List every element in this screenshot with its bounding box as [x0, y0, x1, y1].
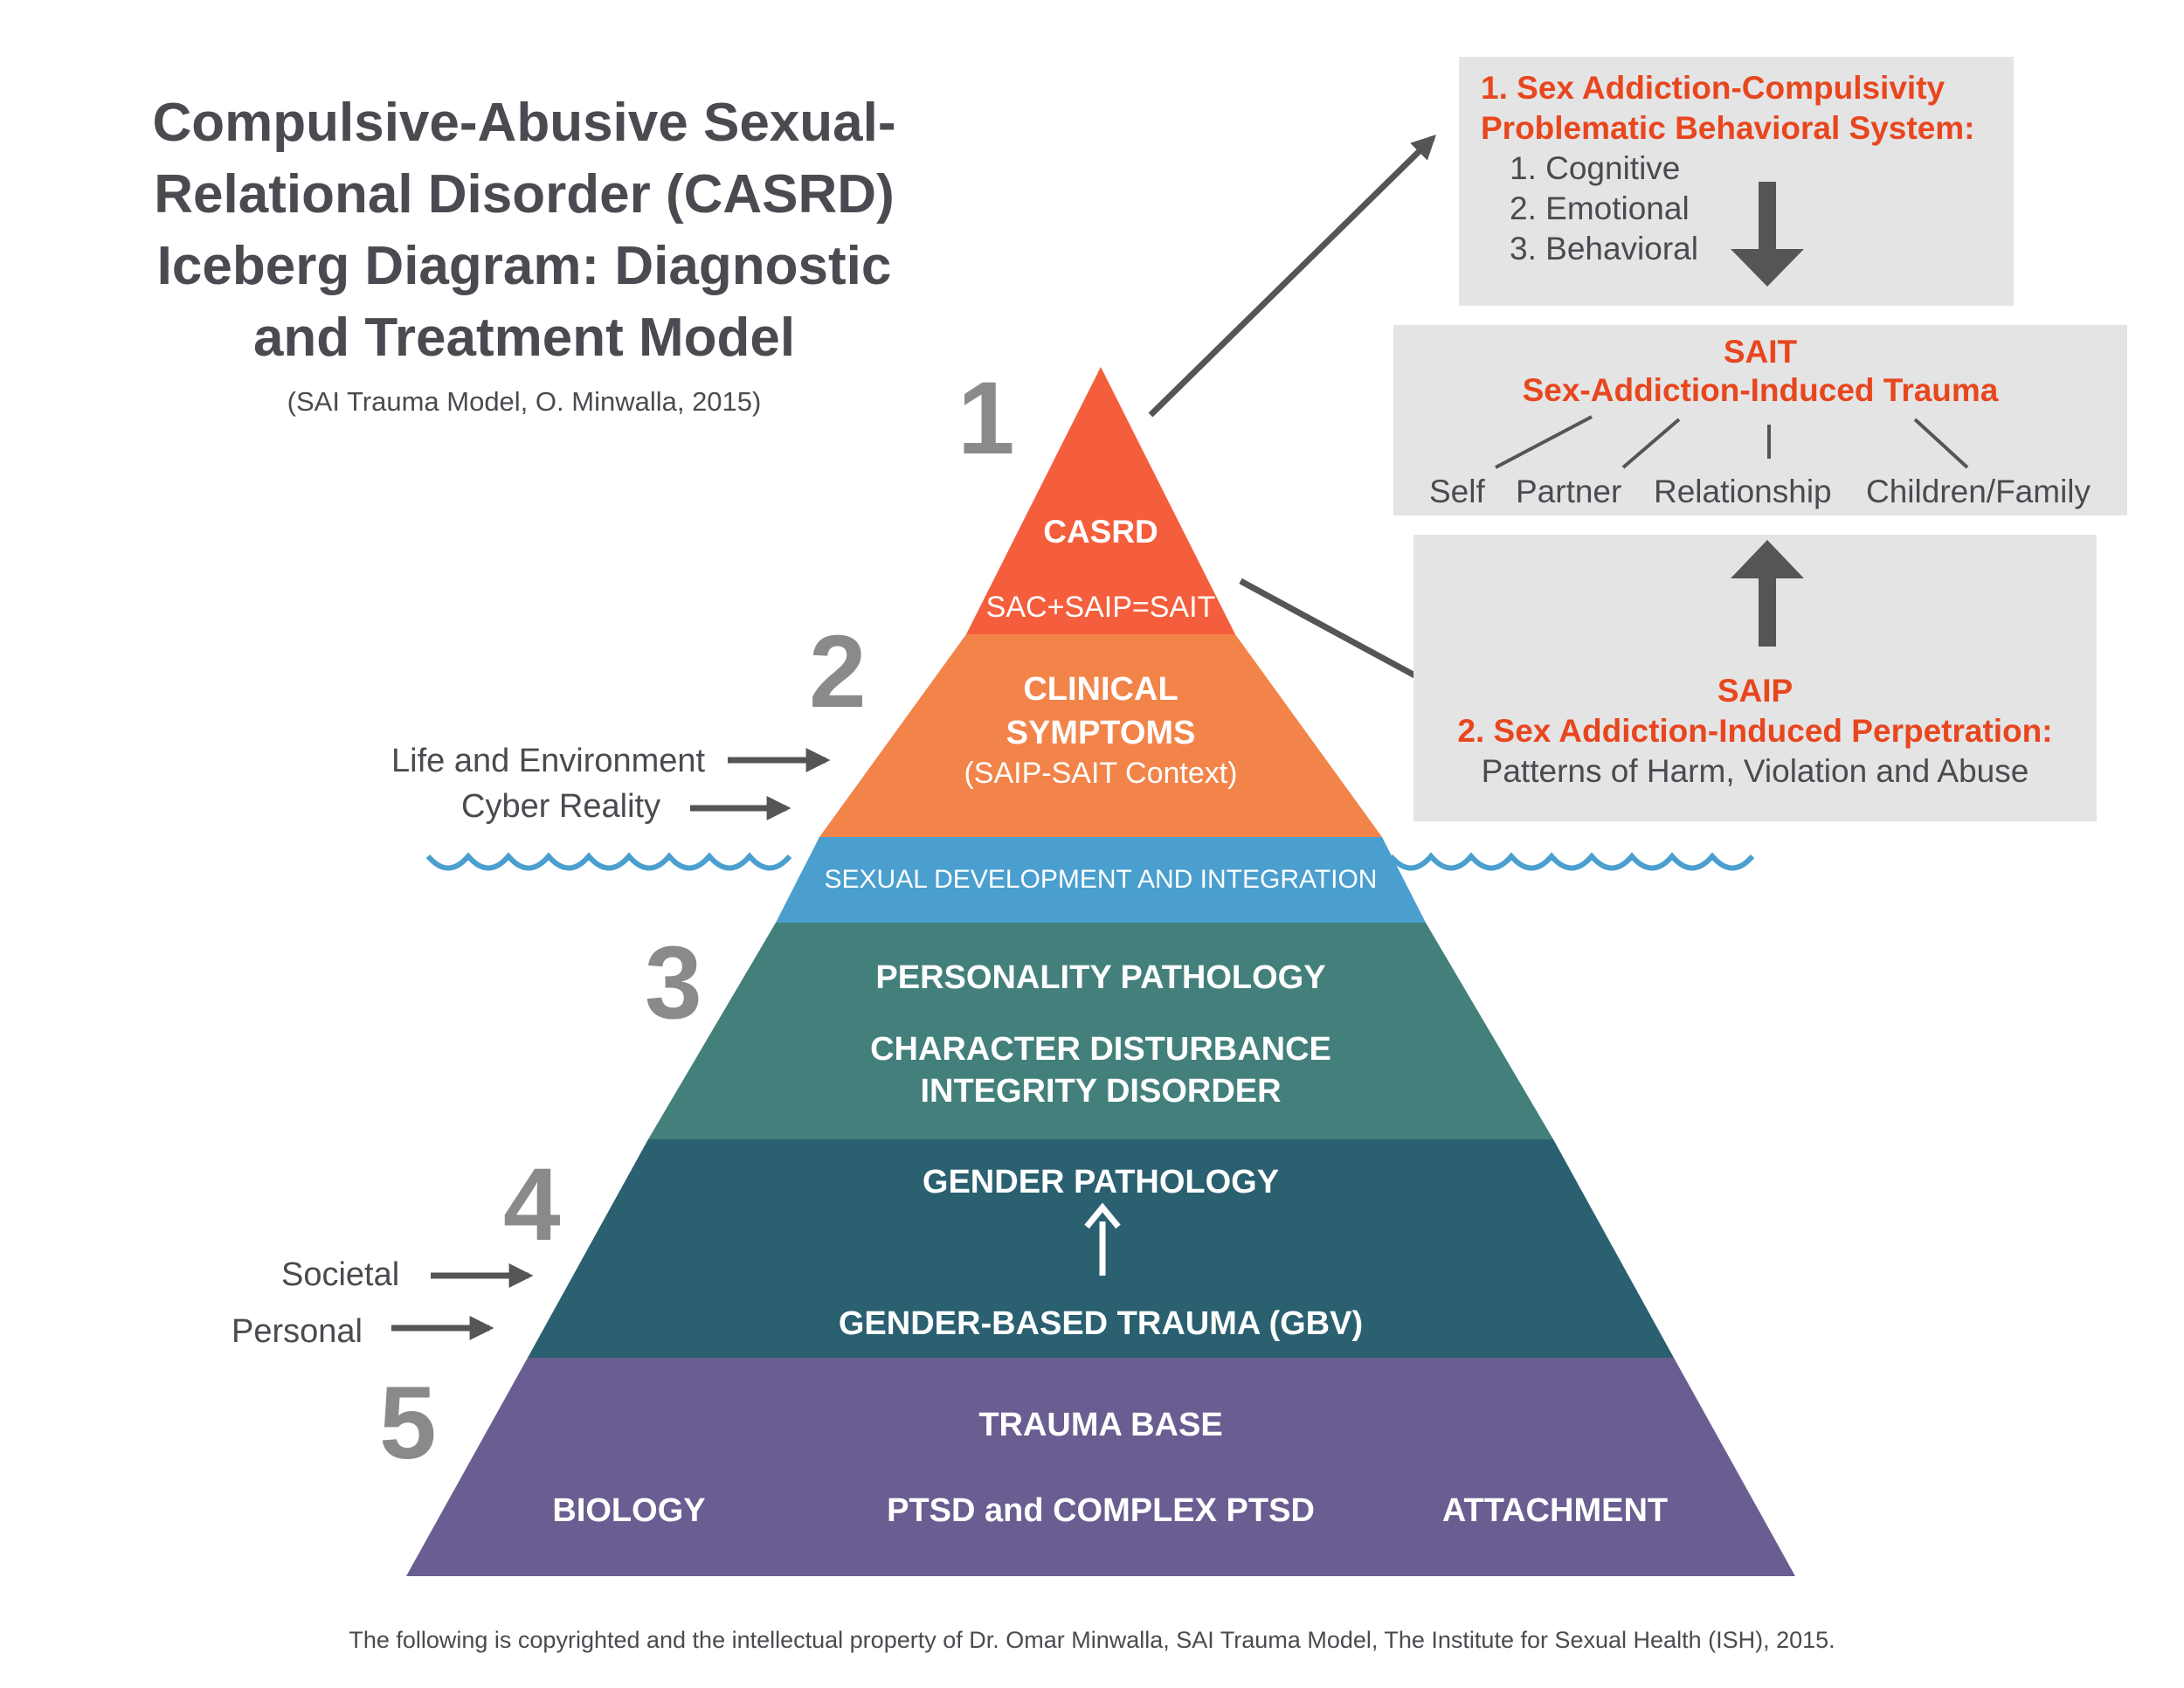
- sait-box-title2: Sex-Addiction-Induced Trauma: [1522, 372, 1999, 408]
- tier-2-line3: (SAIP-SAIT Context): [964, 757, 1238, 790]
- sac-item: 2. Emotional: [1510, 190, 1690, 226]
- tier-number-2: 2: [809, 614, 867, 730]
- wave-left: [425, 852, 792, 871]
- sac-item: 1. Cognitive: [1510, 150, 1681, 186]
- personal-label: Personal: [232, 1313, 363, 1350]
- tier-1-formula: SAC+SAIP=SAIT: [985, 591, 1216, 624]
- tier-number-4: 4: [503, 1147, 561, 1263]
- title-line: Compulsive-Abusive Sexual-: [152, 93, 896, 153]
- saip-box-title2: 2. Sex Addiction-Induced Perpetration:: [1457, 713, 2053, 749]
- tier-5-title: TRAUMA BASE: [978, 1407, 1223, 1443]
- tier-4-bottom: GENDER-BASED TRAUMA (GBV): [838, 1305, 1364, 1342]
- sac-box: [1459, 57, 2014, 306]
- tier-2-band: [819, 634, 1382, 837]
- saip-box: [1413, 535, 2097, 821]
- sait-box-title1: SAIT: [1723, 334, 1798, 370]
- tier-5-center: PTSD and COMPLEX PTSD: [887, 1492, 1315, 1529]
- diagram-title: Compulsive-Abusive Sexual- Relational Di…: [114, 87, 935, 374]
- tier-number-1: 1: [957, 361, 1015, 476]
- cyber-reality-label: Cyber Reality: [461, 788, 661, 825]
- tier-2-line1: CLINICAL: [1023, 671, 1178, 708]
- arrow-to-sac-box: [1148, 135, 1436, 418]
- saip-box-body: Patterns of Harm, Violation and Abuse: [1481, 753, 2029, 789]
- sac-box-title2: Problematic Behavioral System:: [1481, 110, 1975, 146]
- wave-right: [1388, 852, 1755, 871]
- tier-5-left: BIOLOGY: [552, 1492, 706, 1529]
- saip-box-title1: SAIP: [1717, 673, 1794, 709]
- title-line: and Treatment Model: [252, 308, 796, 368]
- sait-item: Self: [1429, 474, 1485, 509]
- societal-label: Societal: [281, 1256, 400, 1293]
- sac-box-title1: 1. Sex Addiction-Compulsivity: [1481, 70, 1946, 106]
- tier-5-right: ATTACHMENT: [1441, 1492, 1669, 1529]
- diagram-subtitle: (SAI Trauma Model, O. Minwalla, 2015): [287, 386, 762, 417]
- tier-3-line3: INTEGRITY DISORDER: [920, 1073, 1282, 1110]
- tier-4-top: GENDER PATHOLOGY: [922, 1164, 1280, 1200]
- tier-1-title: CASRD: [1043, 514, 1158, 550]
- tier-5-band: [406, 1358, 1795, 1576]
- tier-1-peak: [966, 367, 1235, 634]
- sait-item: Partner: [1516, 474, 1622, 509]
- title-line: Relational Disorder (CASRD): [154, 164, 895, 225]
- tier-3-band: [648, 923, 1553, 1139]
- tier-3-line1: PERSONALITY PATHOLOGY: [875, 959, 1326, 996]
- tier-number-5: 5: [379, 1366, 437, 1481]
- title-line: Iceberg Diagram: Diagnostic: [156, 236, 892, 296]
- sait-item: Children/Family: [1866, 474, 2091, 509]
- sait-item: Relationship: [1654, 474, 1832, 509]
- water-band: [776, 837, 1426, 923]
- tier-3-line2: CHARACTER DISTURBANCE: [870, 1031, 1331, 1068]
- sait-box: [1393, 325, 2127, 515]
- tier-number-3: 3: [645, 925, 702, 1041]
- tier-2-line2: SYMPTOMS: [1006, 715, 1196, 751]
- sac-item: 3. Behavioral: [1510, 231, 1698, 266]
- water-label: SEXUAL DEVELOPMENT AND INTEGRATION: [824, 865, 1378, 894]
- life-environment-label: Life and Environment: [391, 743, 706, 779]
- copyright-footer: The following is copyrighted and the int…: [349, 1627, 1835, 1653]
